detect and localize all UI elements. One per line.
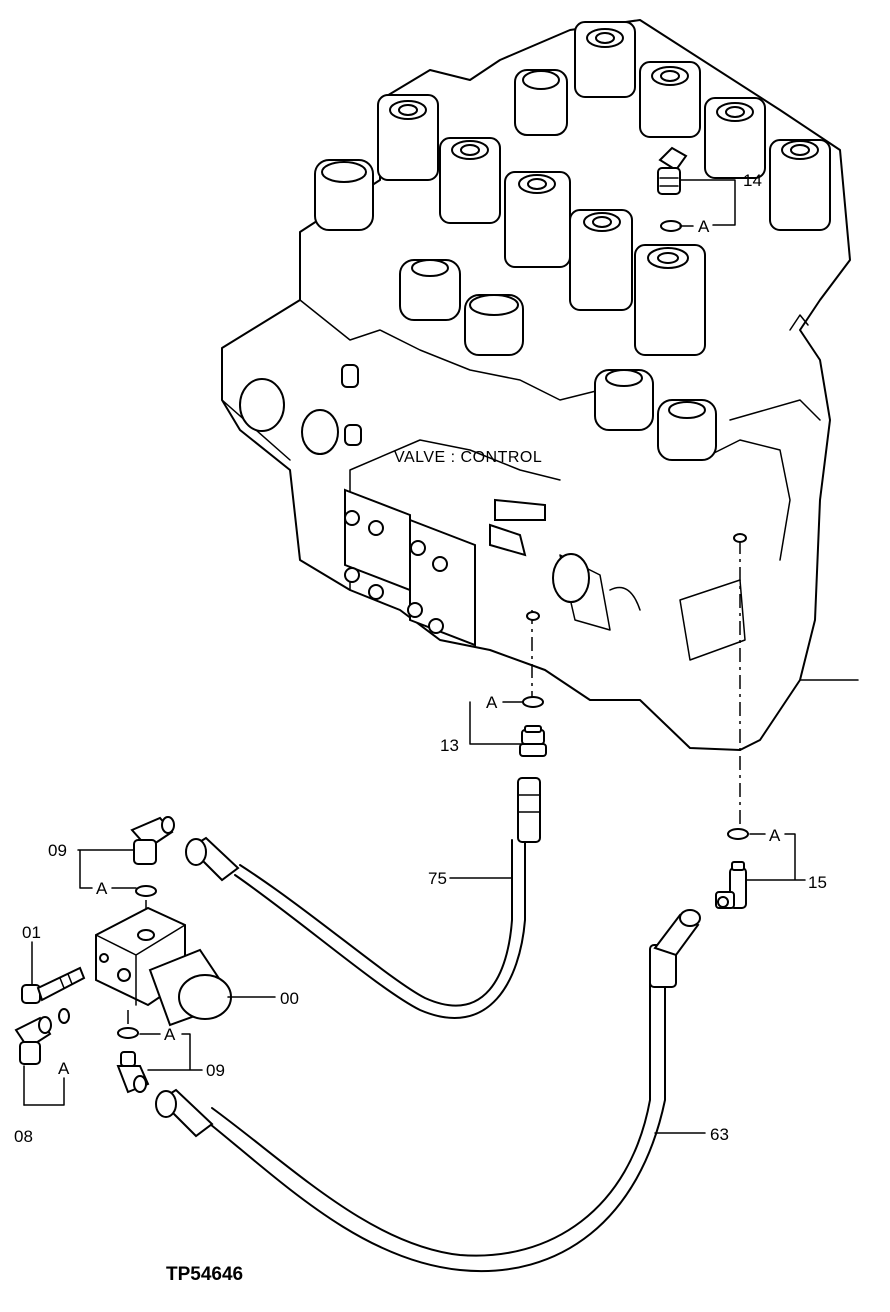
callout-00: 00 xyxy=(280,989,299,1008)
callout-01: 01 xyxy=(22,923,41,942)
part-01-bolt: 01 xyxy=(21,923,86,1004)
detail-marker: A xyxy=(486,693,498,712)
component-title: VALVE : CONTROL xyxy=(394,449,542,466)
callout-08: 08 xyxy=(14,1127,33,1146)
hose-63: 63 xyxy=(155,909,729,1273)
callout-75: 75 xyxy=(428,869,447,888)
callout-09-upper: 09 xyxy=(48,841,67,860)
hose-75: 75 xyxy=(185,777,541,1019)
control-valve-drawing: VALVE : CONTROL xyxy=(221,19,859,751)
part-09-upper-elbow: 09 A xyxy=(48,816,175,930)
callout-14: 14 xyxy=(743,171,762,190)
part-15-tee-fitting: A 15 xyxy=(715,533,827,909)
detail-marker: A xyxy=(96,879,108,898)
callout-13: 13 xyxy=(440,736,459,755)
part-14-elbow-fitting: 14 A xyxy=(657,146,762,236)
callout-09-lower: 09 xyxy=(206,1061,225,1080)
callout-15: 15 xyxy=(808,873,827,892)
part-00-valve-block: 00 xyxy=(95,906,299,1027)
detail-marker: A xyxy=(58,1059,70,1078)
part-13-straight-fitting: A 13 xyxy=(440,610,547,757)
part-08-elbow-fitting: A 08 xyxy=(14,1008,70,1146)
detail-marker: A xyxy=(769,826,781,845)
detail-marker: A xyxy=(164,1025,176,1044)
diagram-code: TP54646 xyxy=(166,1264,243,1285)
detail-marker: A xyxy=(698,217,710,236)
callout-63: 63 xyxy=(710,1125,729,1144)
part-09-lower-elbow: A 09 xyxy=(116,1010,225,1094)
